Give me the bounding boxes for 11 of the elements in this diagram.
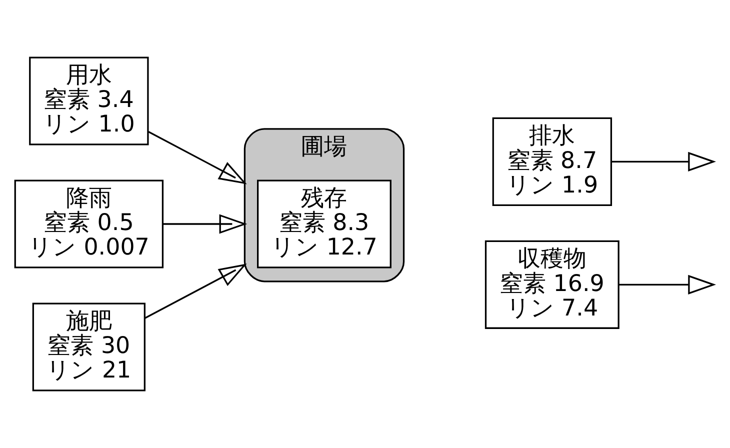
arrow	[618, 274, 716, 294]
arrow	[148, 131, 247, 184]
node-box: 施肥 窒素 30 リン 21	[32, 302, 146, 392]
node-box: 残存 窒素 8.3 リン 12.7	[257, 180, 392, 268]
node-box: 降雨 窒素 0.5 リン 0.007	[14, 180, 164, 268]
node-box: 収穫物 窒素 16.9 リン 7.4	[484, 240, 620, 329]
arrow	[163, 214, 248, 234]
arrow	[612, 152, 716, 172]
arrow	[144, 264, 247, 319]
node-box: 用水 窒素 3.4 リン 1.0	[29, 56, 149, 146]
node-box: 排水 窒素 8.7 リン 1.9	[492, 117, 612, 206]
